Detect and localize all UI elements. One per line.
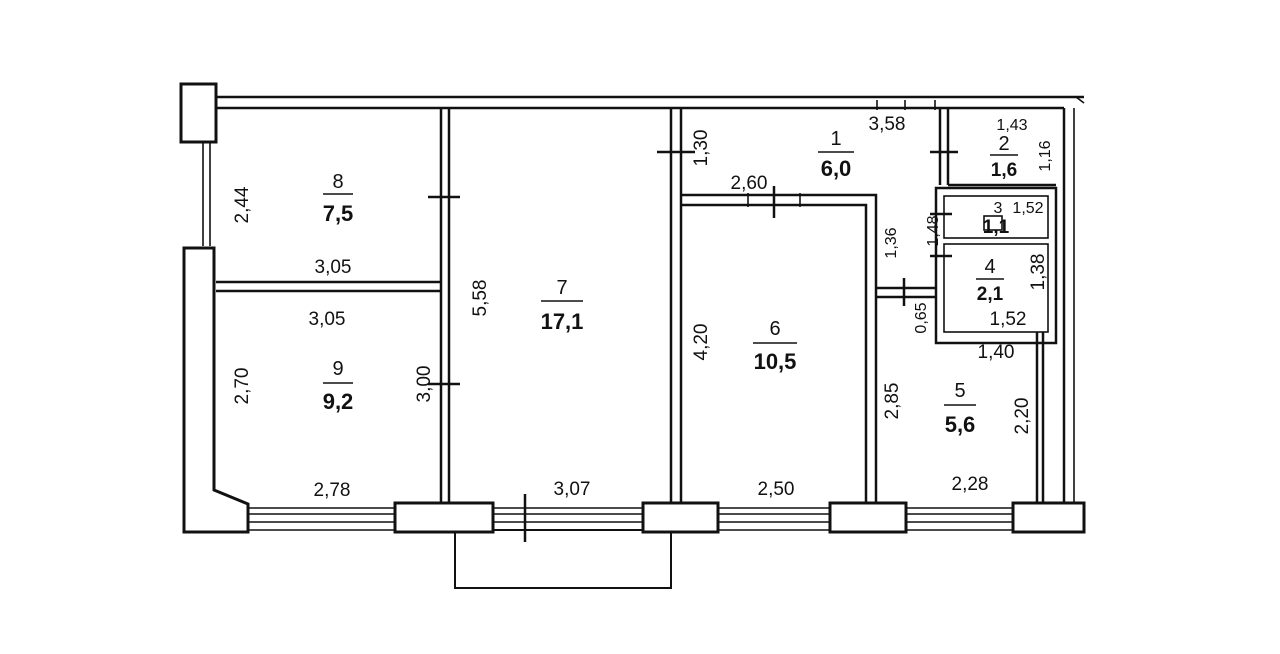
room-2-number: 2	[998, 133, 1009, 155]
wall-pier-1	[393, 501, 495, 534]
exterior-wall-left	[182, 246, 250, 534]
dim-2-50: 2,50	[758, 479, 795, 500]
dim-2-20: 2,20	[1012, 398, 1033, 435]
room-3-inner	[943, 195, 1049, 239]
wall-pier-4	[1011, 501, 1086, 534]
dim-1-43: 1,43	[996, 117, 1027, 134]
dim-1-52-top: 1,52	[1012, 200, 1043, 217]
dim-2-85: 2,85	[882, 383, 903, 420]
dim-3-05-top: 3,05	[315, 257, 352, 278]
room-9-area: 9,2	[323, 389, 354, 414]
room-7-area: 17,1	[541, 309, 584, 334]
dim-2-28: 2,28	[952, 474, 989, 495]
dim-5-58: 5,58	[470, 280, 491, 317]
room-9-number: 9	[332, 358, 343, 380]
dim-2-44: 2,44	[232, 186, 253, 223]
room-6-outline-outer	[681, 193, 878, 503]
dim-1-38: 1,38	[1028, 254, 1049, 291]
dim-1-40: 1,40	[978, 342, 1015, 363]
dim-4-20: 4,20	[691, 324, 712, 361]
room-3-4-block	[934, 186, 1058, 345]
room-3-number: 3	[994, 200, 1003, 217]
room-6-outline	[681, 203, 868, 503]
room-3-area: 1,1	[983, 217, 1010, 238]
room-7-label: 7 17,1	[541, 277, 584, 334]
dim-3-00: 3,00	[414, 366, 435, 403]
wall-tick	[1075, 96, 1085, 104]
dim-2-60: 2,60	[731, 173, 768, 194]
wall-pier-3	[828, 501, 908, 534]
dim-3-58: 3,58	[869, 114, 906, 135]
dim-2-78: 2,78	[314, 480, 351, 501]
room-2-area: 1,6	[991, 160, 1017, 181]
room-8-label: 8 7,5	[323, 171, 354, 226]
room-4-label: 4 2,1	[976, 256, 1004, 305]
room-1-number: 1	[830, 128, 841, 150]
room-5-label: 5 5,6	[944, 380, 976, 437]
dim-0-65: 0,65	[913, 302, 930, 333]
dim-3-07: 3,07	[554, 479, 591, 500]
room-4-area: 2,1	[977, 284, 1004, 305]
room-8-area: 7,5	[323, 201, 354, 226]
wall-pier-2	[641, 501, 720, 534]
room-5-number: 5	[954, 380, 965, 402]
room-7-number: 7	[556, 277, 567, 299]
room-6-area: 10,5	[754, 349, 797, 374]
dim-3-05-bottom: 3,05	[309, 309, 346, 330]
room-2-label: 2 1,6	[990, 133, 1018, 181]
room-6-number: 6	[769, 318, 780, 340]
room-1-area: 6,0	[821, 156, 852, 181]
balcony-outline	[454, 529, 672, 589]
room-6-label: 6 10,5	[753, 318, 797, 374]
room-4-inner	[943, 243, 1049, 333]
room-3-fixture	[983, 215, 1003, 231]
dim-1-16: 1,16	[1037, 140, 1054, 171]
room-1-label: 1 6,0	[818, 128, 854, 181]
room-3-label: 3 1,1	[983, 200, 1010, 238]
room-9-label: 9 9,2	[323, 358, 354, 414]
dim-1-48: 1,48	[925, 215, 942, 246]
dim-1-36: 1,36	[883, 227, 900, 258]
dim-2-70: 2,70	[232, 368, 253, 405]
exterior-wall-left-top	[179, 82, 218, 144]
room-8-number: 8	[332, 171, 343, 193]
dim-1-30: 1,30	[691, 130, 712, 167]
room-5-area: 5,6	[945, 412, 976, 437]
room-4-number: 4	[984, 256, 995, 278]
dim-1-52-bottom: 1,52	[990, 309, 1027, 330]
